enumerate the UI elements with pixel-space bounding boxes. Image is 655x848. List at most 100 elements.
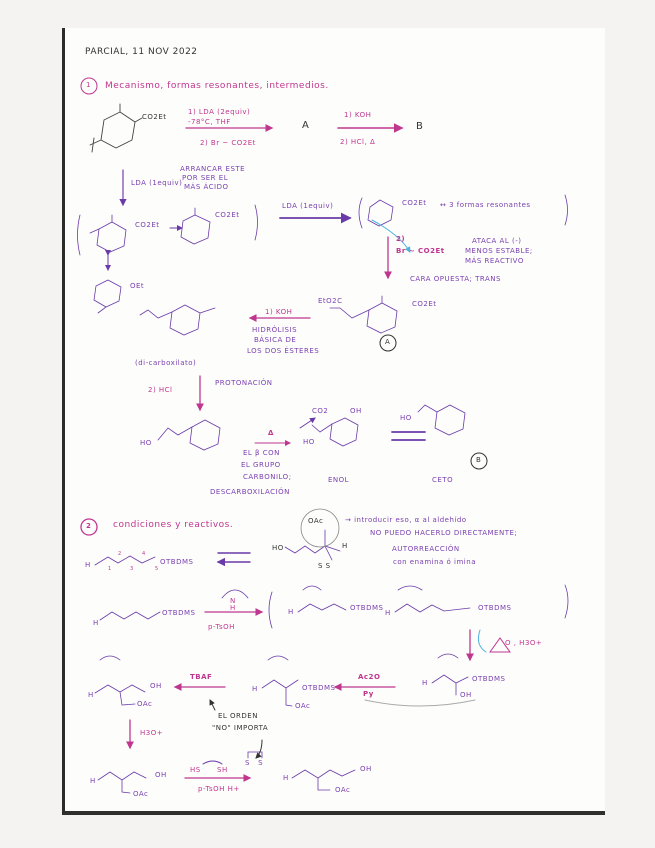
group-text: H [385,609,391,617]
carbon-number: 4 [142,551,146,557]
b-circle [470,452,488,470]
product-b-label: B [416,121,424,132]
note-text: (di-carboxilato) [135,359,197,367]
acetate-chain [261,655,299,707]
start-ring [89,103,143,153]
group-text: H [422,679,428,687]
carbon-number: 2 [118,551,122,557]
group-text: OAc [137,700,153,708]
group-text: OH [350,407,362,415]
group-text: H [93,619,99,627]
reagent-text: Py [363,690,374,698]
product-a-label: A [302,120,310,131]
note-text: CARBONILO; [243,473,292,481]
section-1-number: 1 [86,81,91,89]
order-arrow-1 [209,699,216,711]
reagent-text: 1) KOH [344,111,372,119]
enolate-ring-1 [96,221,127,253]
enol-ring [329,417,359,447]
enamine-chain [297,585,347,613]
carbon-number: 3 [130,566,134,572]
pyrrolidine [221,589,249,599]
section-2-number: 2 [86,522,92,530]
group-text: OAc [295,702,311,710]
start-group: CO2Et [142,113,167,121]
note-text: AUTORREACCIÓN [392,545,460,553]
heat-symbol: Δ [268,429,274,437]
reagent-text: p-TsOH [208,623,235,631]
iminium2-chain [431,653,469,696]
oac-circle [300,508,340,548]
note-text: BÁSICA DE [254,336,297,344]
epoxide-curve [478,629,487,653]
ald-chain [99,611,161,621]
group-text: OAc [335,786,351,794]
note-text: EL ORDEN [218,712,258,720]
note-text: → introducir eso, α al aldehído [345,516,467,524]
resonance-ring [93,279,122,308]
keto-ring [434,404,466,436]
group-text: OAc [133,790,149,798]
group-text: H [88,691,94,699]
note-text: MENOS ESTABLE; [465,247,533,255]
group-text: H [90,777,96,785]
group-text: OTBDMS [160,558,194,566]
page-title: PARCIAL, 11 NOV 2022 [85,47,198,57]
dithiol-bridge [202,760,223,765]
group-text: OTBDMS [478,604,512,612]
reagent-text: 2) HCl [148,386,173,394]
dianion-ring [367,199,394,227]
group-text: S S [245,759,264,767]
group-text: OTBDMS [302,684,336,692]
group-text: H [85,561,91,569]
equilibrium-arrows [391,431,426,441]
group-text: H [252,685,258,693]
section-1-circle [80,77,98,95]
group-text: HO [140,439,152,447]
reagent-text: Br ~ CO2Et [396,247,445,255]
group-text: OTBDMS [162,609,196,617]
group-text: CO2Et [412,300,437,308]
amine-text: N H [230,597,236,612]
group-text: HO [400,414,412,422]
b-label: B [476,456,482,464]
a-circle [379,334,397,352]
attack-curve [371,219,411,253]
group-text: OTBDMS [350,604,384,612]
py-curve [364,699,476,707]
reagent-text: LDA (1equiv) [131,179,183,187]
note-text: EL β CON [243,449,280,457]
brace [77,194,568,256]
reagent-text: 2) HCl, Δ [340,138,376,146]
epoxide-icon [489,637,511,653]
group-text: OAc [308,517,324,525]
group-text: H [342,542,348,550]
carbon-number: 1 [108,566,112,572]
note-text: con enamina ó imina [393,558,476,566]
reagent-text: TBAF [190,673,213,681]
note-text: MÁS ÁCIDO [184,183,229,191]
enol-label: ENOL [328,476,350,484]
note-text: PROTONACIÓN [215,379,273,387]
diacid-ring [189,419,221,451]
iminium-chain [394,585,471,613]
section-2-circle [80,518,98,536]
note-text: DESCARBOXILACIÓN [210,488,290,496]
reagent-text: 2) Br ~ CO2Et [200,139,256,147]
co2-arrow [299,417,316,429]
reagent-text: -78°C, THF [188,118,231,126]
group-text: HO [303,438,315,446]
start-chain [94,555,156,566]
group-text: CO2 [312,407,329,415]
group-text: H [288,608,294,616]
final-ald-chain [97,771,147,794]
order-arrow-2 [255,739,263,759]
group-text: S S [318,562,331,570]
target-chain [284,529,341,561]
enolate-ring-2 [180,214,211,245]
group-text: OH [150,682,162,690]
group-text: OH [360,765,372,773]
notebook-page [62,28,605,815]
reagent-text: LDA (1equiv) [282,202,334,210]
product-a-ring [366,302,398,334]
